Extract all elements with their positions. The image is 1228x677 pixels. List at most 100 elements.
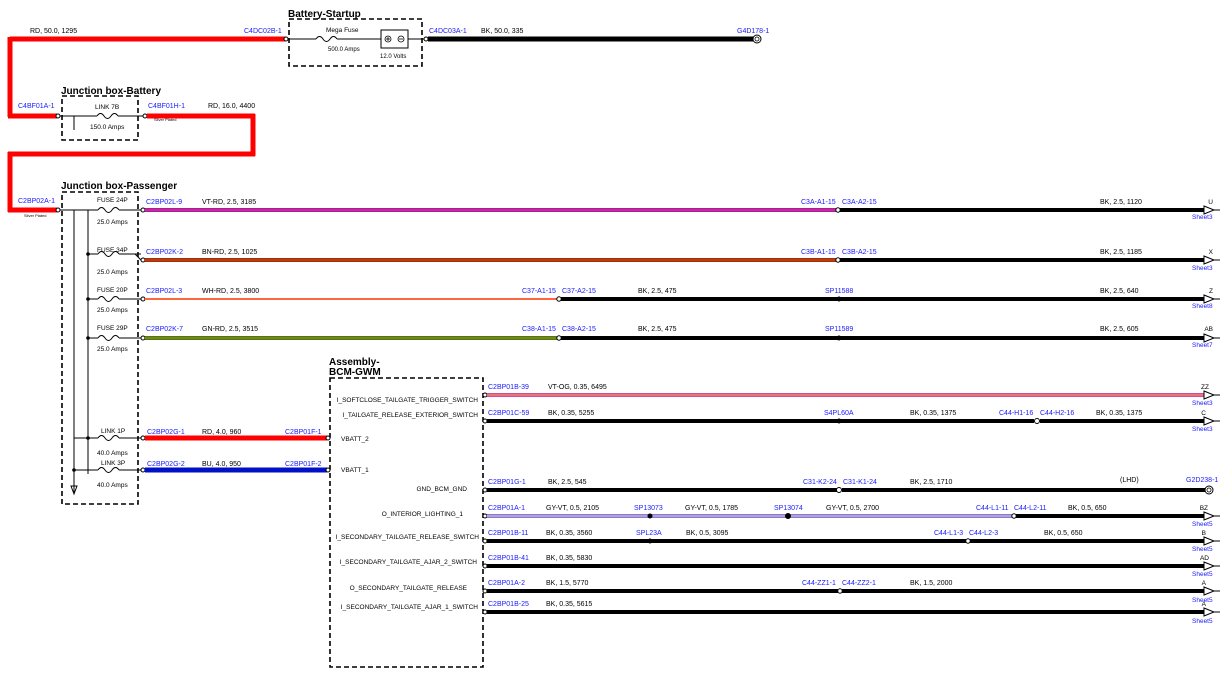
link-wire-vbatt1: C2BP02G-2 BU, 4.0, 950 C2BP01F-2 VBATT_1 bbox=[140, 461, 369, 474]
link1p-name: LINK 1P bbox=[101, 428, 125, 435]
bcm0-conn: C2BP01B-39 bbox=[488, 384, 529, 391]
row3-spec2: BK, 2.5, 605 bbox=[1100, 326, 1139, 333]
conn-c4bf01a-pin bbox=[55, 113, 61, 119]
wire-rd-50-label: RD, 50.0, 1295 bbox=[30, 28, 77, 35]
link1-pin: VBATT_1 bbox=[341, 467, 369, 474]
assembly-bcm-box bbox=[329, 377, 484, 668]
jbp-bus-a-arrow bbox=[70, 485, 78, 496]
row2-spec-mid: BK, 2.5, 475 bbox=[638, 288, 677, 295]
row3-spec-mid: BK, 2.5, 475 bbox=[638, 326, 677, 333]
bcm-row-0: I_SOFTCLOSE_TAILGATE_TRIGGER_SWITCH C2BP… bbox=[337, 384, 1220, 407]
mega-fuse-name: Mega Fuse bbox=[326, 27, 359, 34]
bcm4-spec2: BK, 0.5, 3095 bbox=[686, 530, 729, 537]
link0-pin: VBATT_2 bbox=[341, 436, 369, 443]
row1-mid2: C3B-A2-15 bbox=[842, 249, 877, 256]
bcm4-splice: SPL23A bbox=[636, 530, 662, 537]
link7b-symbol bbox=[96, 113, 119, 119]
junction-passenger-box bbox=[61, 191, 139, 505]
row3-sheet[interactable]: Sheet7 bbox=[1192, 342, 1213, 349]
battery-startup-box bbox=[288, 18, 423, 67]
row3-mid2: C38-A2-15 bbox=[562, 326, 596, 333]
circuit-row-3: C2BP02K-7 GN-RD, 2.5, 3515 C38-A1-15 C38… bbox=[140, 326, 1220, 349]
bcm7-term: A bbox=[1202, 601, 1207, 608]
bcm-row-6: O_SECONDARY_TAILGATE_RELEASE C2BP01A-2 B… bbox=[350, 580, 1220, 604]
row0-mid2: C3A-A2-15 bbox=[842, 199, 877, 206]
bcm0-sheet[interactable]: Sheet3 bbox=[1192, 400, 1213, 407]
bcm7-spec: BK, 0.35, 5615 bbox=[546, 601, 592, 608]
ground-g4d178-inner bbox=[754, 36, 760, 42]
row0-conn: C2BP02L-9 bbox=[146, 199, 182, 206]
row2-splice: SP11588 bbox=[825, 288, 853, 295]
row2-mid1: C37-A1-15 bbox=[522, 288, 556, 295]
bcm5-term: AD bbox=[1200, 555, 1209, 562]
fuse29p-rating: 25.0 Amps bbox=[97, 346, 128, 353]
link3p-rating: 40.0 Amps bbox=[97, 482, 128, 489]
fuse20p-name: FUSE 20P bbox=[97, 287, 128, 294]
bcm6-pin: O_SECONDARY_TAILGATE_RELEASE bbox=[350, 585, 468, 592]
battery-minus-icon bbox=[397, 35, 405, 43]
silver-plated-1: Silver Plated bbox=[154, 117, 176, 122]
bcm6-mid2: C44-ZZ2-1 bbox=[842, 580, 876, 587]
link0-conn2: C2BP01F-1 bbox=[285, 429, 322, 436]
row0-spec: VT-RD, 2.5, 3185 bbox=[202, 199, 256, 206]
row3-mid1: C38-A1-15 bbox=[522, 326, 556, 333]
junction-passenger-title: Junction box-Passenger bbox=[61, 181, 177, 192]
fuse34p-rating: 25.0 Amps bbox=[97, 269, 128, 276]
link-3p: LINK 3P 40.0 Amps bbox=[74, 460, 141, 489]
row3-splice: SP11589 bbox=[825, 326, 853, 333]
battery-volts: 12.0 Volts bbox=[380, 54, 406, 60]
bcm1-sheet[interactable]: Sheet3 bbox=[1192, 426, 1213, 433]
bcm1-pin: I_TAILGATE_RELEASE_EXTERIOR_SWITCH bbox=[342, 412, 478, 419]
fuse-29p: FUSE 29P 25.0 Amps bbox=[88, 325, 141, 353]
fuse24p-name: FUSE 24P bbox=[97, 197, 128, 204]
row2-term: Z bbox=[1209, 288, 1213, 295]
bcm0-pin: I_SOFTCLOSE_TAILGATE_TRIGGER_SWITCH bbox=[337, 397, 479, 404]
bcm3-splice1: SP13073 bbox=[634, 505, 663, 512]
junction-battery-box bbox=[61, 95, 139, 141]
bcm-row-7: I_SECONDARY_TAILGATE_AJAR_1_SWITCH C2BP0… bbox=[341, 601, 1220, 625]
bcm1-conn: C2BP01C-59 bbox=[488, 410, 529, 417]
conn-c4dc02b-label: C4DC02B-1 bbox=[244, 28, 282, 35]
bcm-row-5: I_SECONDARY_TAILGATE_AJAR_2_SWITCH C2BP0… bbox=[340, 555, 1220, 578]
link-wire-vbatt2: C2BP02G-1 RD, 4.0, 960 C2BP01F-1 VBATT_2 bbox=[140, 429, 369, 443]
bcm4-spec3: BK, 0.5, 650 bbox=[1044, 530, 1083, 537]
row3-conn: C2BP02K-7 bbox=[146, 326, 183, 333]
battery-plus-icon bbox=[384, 35, 392, 43]
fuse-20p: FUSE 20P 25.0 Amps bbox=[88, 287, 141, 314]
row1-spec: BN-RD, 2.5, 1025 bbox=[202, 249, 257, 256]
bcm1-spec: BK, 0.35, 5255 bbox=[548, 410, 594, 417]
link1p-rating: 40.0 Amps bbox=[97, 450, 128, 457]
fuse24p-rating: 25.0 Amps bbox=[97, 219, 128, 226]
bcm6-spec: BK, 1.5, 5770 bbox=[546, 580, 589, 587]
mega-fuse-symbol bbox=[315, 36, 338, 42]
conn-c4dc03a-pin bbox=[423, 36, 429, 42]
assembly-title-2: BCM-GWM bbox=[329, 367, 381, 378]
bcm3-spec: GY-VT, 0.5, 2105 bbox=[546, 505, 599, 512]
bcm6-sheet[interactable]: Sheet5 bbox=[1192, 597, 1213, 604]
row0-sheet[interactable]: Sheet3 bbox=[1192, 214, 1213, 221]
ground-g4d178-icon bbox=[752, 34, 762, 44]
row0-mid1: C3A-A1-15 bbox=[801, 199, 836, 206]
bcm6-term: A bbox=[1202, 580, 1207, 587]
bcm2-note: (LHD) bbox=[1120, 477, 1139, 484]
fuse34p-name: FUSE 34P bbox=[97, 247, 128, 254]
conn-c4bf01h-pin bbox=[142, 113, 148, 119]
link1-conn: C2BP02G-2 bbox=[147, 461, 185, 468]
bcm3-spec2: GY-VT, 0.5, 1785 bbox=[685, 505, 738, 512]
row1-sheet[interactable]: Sheet3 bbox=[1192, 265, 1213, 272]
row2-spec: WH-RD, 2.5, 3800 bbox=[202, 288, 259, 295]
bcm1-term: C bbox=[1201, 410, 1206, 417]
silver-plated-2: Silver Plated bbox=[24, 213, 46, 218]
fuse29p-name: FUSE 29P bbox=[97, 325, 128, 332]
bcm7-sheet[interactable]: Sheet5 bbox=[1192, 618, 1213, 625]
bcm5-pin: I_SECONDARY_TAILGATE_AJAR_2_SWITCH bbox=[340, 559, 478, 566]
bcm4-sheet[interactable]: Sheet5 bbox=[1192, 546, 1213, 553]
row2-sheet[interactable]: Sheet8 bbox=[1192, 303, 1213, 310]
junction-battery-title: Junction box-Battery bbox=[61, 86, 161, 97]
bcm5-sheet[interactable]: Sheet5 bbox=[1192, 571, 1213, 578]
bcm3-sheet[interactable]: Sheet5 bbox=[1192, 521, 1213, 528]
fuse-34p: FUSE 34P 25.0 Amps bbox=[88, 247, 141, 276]
bcm4-conn: C2BP01B-11 bbox=[488, 530, 528, 537]
